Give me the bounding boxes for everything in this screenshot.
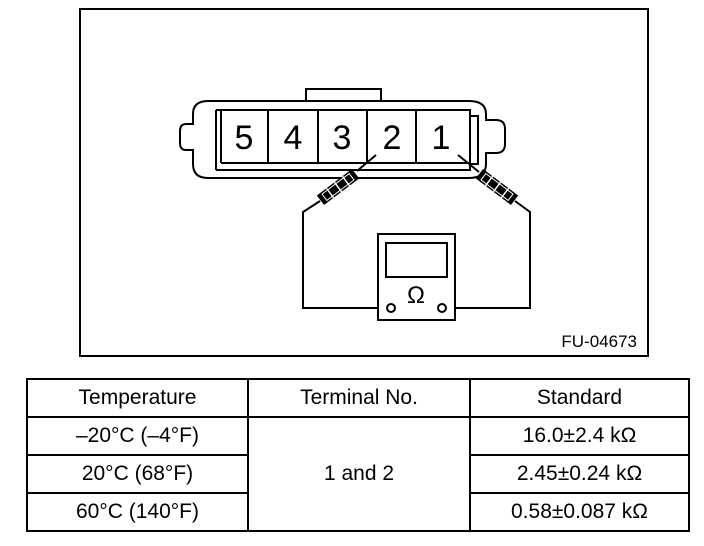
header-terminal: Terminal No.	[247, 378, 471, 418]
meter-terminal-left	[386, 303, 396, 313]
ohmmeter: Ω	[377, 233, 456, 321]
meter-terminal-right	[437, 303, 447, 313]
terminal-5-label: 5	[235, 119, 254, 157]
terminal-1-label: 1	[432, 119, 451, 157]
connector-housing	[179, 88, 506, 179]
temperature-cell: –20°C (–4°F)	[26, 416, 249, 456]
terminal-4-label: 4	[284, 119, 303, 157]
left-probe	[302, 154, 383, 309]
temperature-cell: 60°C (140°F)	[26, 492, 249, 532]
terminal-3-label: 3	[333, 119, 352, 157]
standard-cell: 2.45±0.24 kΩ	[469, 454, 690, 494]
terminal-cells	[220, 110, 470, 164]
meter-display	[385, 242, 448, 278]
table-row: 60°C (140°F) 0.58±0.087 kΩ	[26, 492, 690, 532]
terminal-2-label: 2	[383, 119, 402, 157]
table-row: 20°C (68°F) 2.45±0.24 kΩ	[26, 454, 690, 494]
header-standard: Standard	[469, 378, 690, 418]
header-temperature: Temperature	[26, 378, 249, 418]
standard-cell: 16.0±2.4 kΩ	[469, 416, 690, 456]
ohm-symbol: Ω	[407, 282, 425, 309]
figure-code: FU-04673	[561, 332, 637, 351]
table-header-row: Temperature Terminal No. Standard	[26, 378, 690, 418]
terminal-cell: 1 and 2	[247, 416, 471, 532]
standard-cell: 0.58±0.087 kΩ	[469, 492, 690, 532]
table-row: –20°C (–4°F) 1 and 2 16.0±2.4 kΩ	[26, 416, 690, 532]
connector-diagram: 5 4 3 2 1 Ω FU	[79, 8, 649, 357]
figure-frame	[79, 8, 649, 357]
right-probe	[453, 154, 531, 309]
temperature-cell: 20°C (68°F)	[26, 454, 249, 494]
resistance-spec-table: Temperature Terminal No. Standard –20°C …	[26, 378, 690, 532]
